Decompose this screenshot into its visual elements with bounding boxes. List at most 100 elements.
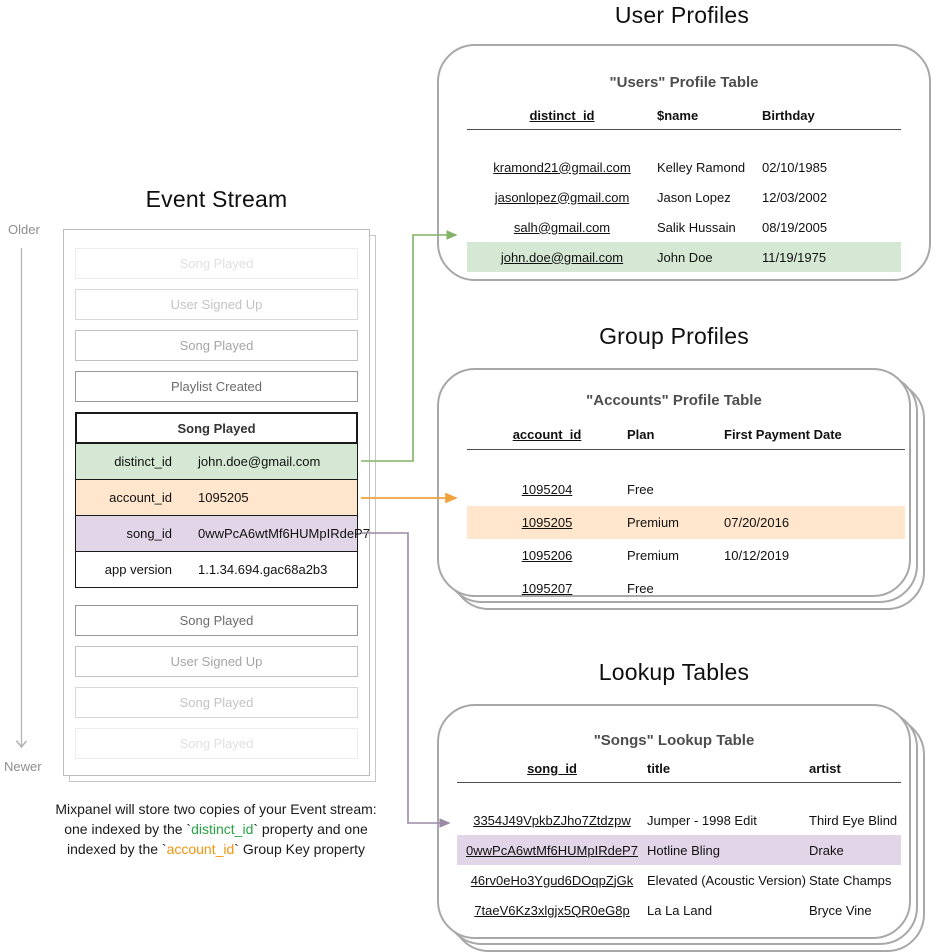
accounts-tbl-col-First Payment Date: First Payment Date: [724, 426, 842, 442]
group-profiles-title: Group Profiles: [599, 323, 749, 349]
table-cell: jasonlopez@gmail.com: [494, 189, 630, 205]
table-cell: Free: [627, 581, 654, 596]
table-cell: Jumper - 1998 Edit: [647, 812, 757, 828]
accounts-tbl-col-account_id: account_id: [512, 426, 582, 442]
users-tbl-header: distinct_id $name Birthday: [467, 105, 901, 125]
caption-line: indexed by the `account_id` Group Key pr…: [10, 840, 422, 860]
accounts-tbl-header: account_id Plan First Payment Date: [467, 424, 905, 444]
table-cell: La La Land: [647, 902, 713, 918]
event-box: Song Played: [75, 248, 358, 279]
newer-label: Newer: [4, 759, 42, 774]
table-cell: 02/10/1985: [762, 159, 828, 175]
event-property-row: distinct_id john.doe@gmail.com: [75, 444, 358, 480]
users-tbl-col-Birthday: Birthday: [762, 107, 815, 123]
property-key: account_id: [109, 490, 172, 505]
users-tbl-col-distinct_id: distinct_id: [529, 107, 595, 123]
table-cell: 07/20/2016: [724, 515, 790, 530]
property-value: 1095205: [198, 490, 249, 505]
table-cell: John Doe: [657, 249, 713, 265]
users-card-heading: "Users" Profile Table: [609, 74, 759, 91]
caption-line: one indexed by the `distinct_id` propert…: [10, 820, 422, 840]
table-cell: 7taeV6Kz3xlgjx5QR0eG8p: [474, 902, 630, 918]
table-row: 0wwPcA6wtMf6HUMpIRdeP7 Hotline Bling Drake: [457, 835, 901, 865]
users-tbl-col-$name: $name: [657, 107, 699, 123]
table-row: jasonlopez@gmail.com Jason Lopez 12/03/200…: [467, 182, 901, 212]
user-profiles-title: User Profiles: [614, 2, 750, 28]
table-cell: 10/12/2019: [724, 548, 790, 563]
accounts-tbl-col-Plan: Plan: [627, 426, 655, 442]
table-cell: 1095206: [521, 548, 573, 563]
table-cell: salh@gmail.com: [513, 219, 611, 235]
active-event-title: Song Played: [75, 412, 358, 444]
songs-tbl-col-title: title: [647, 760, 671, 776]
event-box: User Signed Up: [75, 646, 358, 677]
table-row: 1095206 Premium 10/12/2019: [467, 539, 905, 572]
table-cell: Bryce Vine: [809, 902, 872, 918]
songs-card-heading: "Songs" Lookup Table: [593, 732, 755, 749]
users-table: distinct_id $name Birthday kramond21@gmail.…: [467, 105, 901, 272]
table-row: 7taeV6Kz3xlgjx5QR0eG8p La La Land Bryce Vi…: [457, 895, 901, 925]
table-row: 1095205 Premium 07/20/2016: [467, 506, 905, 539]
lookup-tables-title: Lookup Tables: [598, 659, 750, 685]
accounts-card-heading: "Accounts" Profile Table: [586, 392, 762, 409]
table-cell: Hotline Bling: [647, 842, 720, 858]
event-box: Song Played: [75, 330, 358, 361]
caption-text: one indexed by the `: [64, 820, 192, 837]
table-cell: 3354J49VpkbZJho7Ztdzpw: [473, 812, 631, 828]
table-row: salh@gmail.com Salik Hussain 08/19/2005: [467, 212, 901, 242]
caption-text: indexed by the `: [66, 840, 167, 857]
table-cell: Third Eye Blind: [809, 812, 898, 828]
event-property-row: app version 1.1.34.694.gac68a2b3: [75, 552, 358, 588]
songs-table: song_id title artist 3354J49VpkbZJho7Ztdzpw…: [457, 758, 901, 925]
event-stream-title: Event Stream: [145, 186, 288, 212]
older-label: Older: [8, 222, 40, 237]
table-cell: Jason Lopez: [657, 189, 731, 205]
songs-header-rule: [457, 782, 901, 783]
property-key: distinct_id: [114, 454, 172, 469]
table-cell: Drake: [809, 842, 844, 858]
songs-tbl-col-artist: artist: [809, 760, 841, 776]
event-box: User Signed Up: [75, 289, 358, 320]
table-cell: Premium: [627, 515, 680, 530]
caption-orange-term: account_id: [166, 840, 235, 857]
property-key: song_id: [126, 526, 172, 541]
songs-tbl-col-song_id: song_id: [527, 760, 577, 776]
property-key: app version: [104, 562, 172, 577]
table-cell: 0wwPcA6wtMf6HUMpIRdeP7: [466, 842, 638, 858]
table-cell: Premium: [627, 548, 680, 563]
property-value: john.doe@gmail.com: [198, 454, 321, 469]
users-profile-card: "Users" Profile Table distinct_id $name Bi…: [437, 44, 931, 281]
event-box: Song Played: [75, 687, 358, 718]
event-box: Song Played: [75, 728, 358, 759]
event-stream-caption: Mixpanel will store two copies of your E…: [10, 800, 422, 860]
table-cell: 08/19/2005: [762, 219, 828, 235]
table-cell: 46rv0eHo3Ygud6DOqpZjGk: [470, 872, 634, 888]
songs-tbl-body: 3354J49VpkbZJho7Ztdzpw Jumper - 1998 Edit…: [457, 805, 901, 925]
table-cell: 12/03/2002: [762, 189, 828, 205]
table-row: john.doe@gmail.com John Doe 11/19/1975: [467, 242, 901, 272]
event-property-row: account_id 1095205: [75, 480, 358, 516]
property-value: 0wwPcA6wtMf6HUMpIRdeP7: [198, 526, 370, 541]
caption-text: ` property and one: [253, 820, 368, 837]
songs-lookup-card: "Songs" Lookup Table song_id title artist 3…: [437, 704, 911, 939]
table-cell: 1095205: [521, 515, 573, 530]
table-cell: 1095207: [521, 581, 573, 596]
table-cell: kramond21@gmail.com: [493, 159, 631, 175]
event-property-row: song_id 0wwPcA6wtMf6HUMpIRdeP7: [75, 516, 370, 552]
property-value: 1.1.34.694.gac68a2b3: [198, 562, 328, 577]
caption-text: ` Group Key property: [234, 840, 366, 857]
event-box: Playlist Created: [75, 371, 358, 402]
table-cell: john.doe@gmail.com: [500, 249, 624, 265]
caption-line: Mixpanel will store two copies of your E…: [10, 800, 422, 820]
table-cell: Salik Hussain: [657, 219, 736, 235]
table-cell: 11/19/1975: [762, 249, 827, 265]
